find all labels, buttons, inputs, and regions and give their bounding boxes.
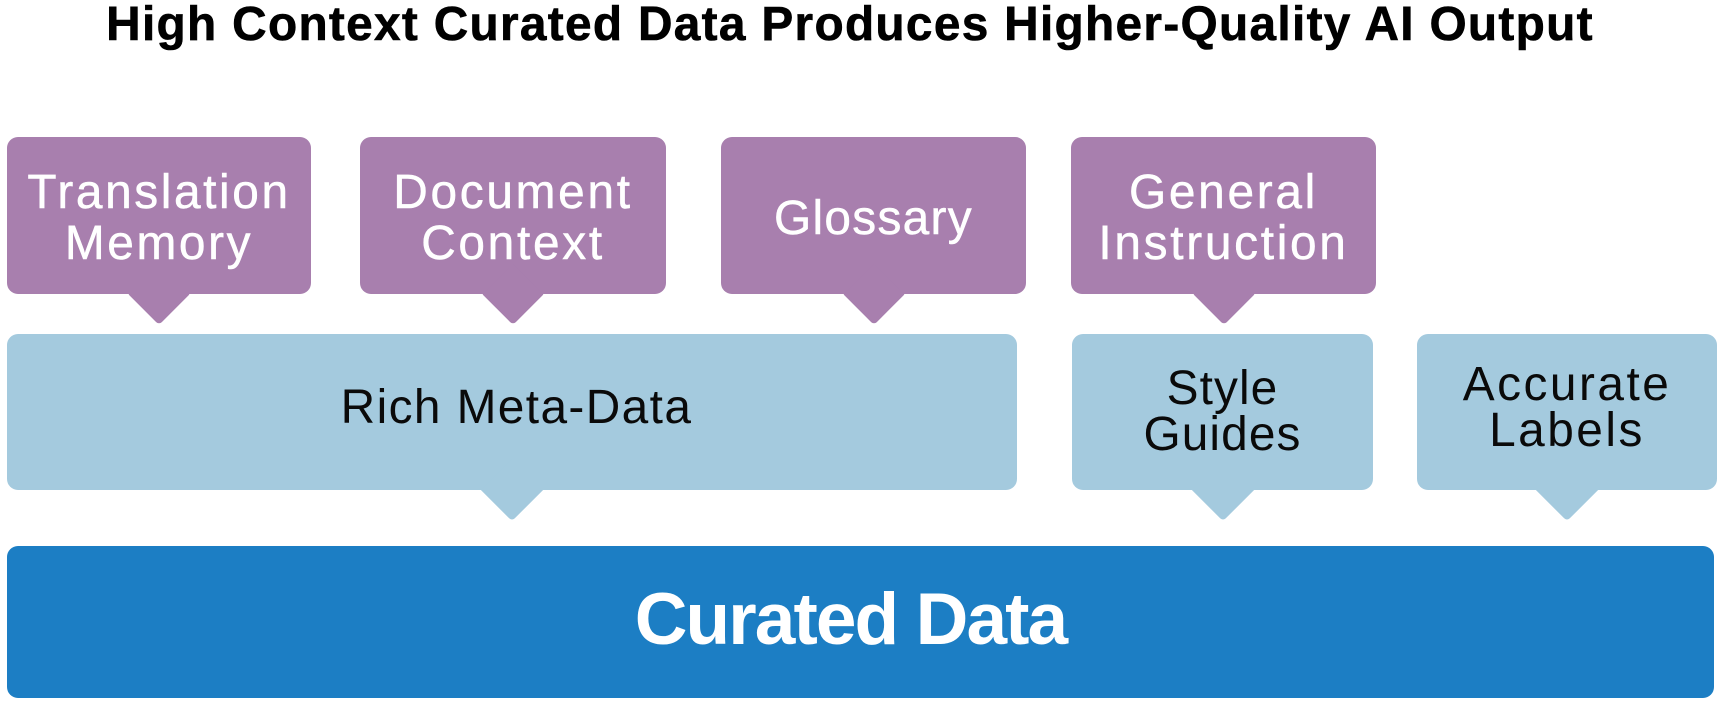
bubble-general-instruction-tail xyxy=(1193,263,1254,325)
box-style-guides-tail xyxy=(1191,458,1254,522)
box-style-guides-label: Style Guides xyxy=(1143,361,1302,461)
bubble-glossary-tail xyxy=(843,263,904,325)
box-rich-meta-data: Rich Meta-Data xyxy=(7,334,1017,522)
diagram-title: High Context Curated Data Produces Highe… xyxy=(106,0,1594,51)
bubble-general-instruction: General Instruction xyxy=(1071,137,1376,325)
bubble-document-context-tail xyxy=(482,263,544,325)
bubble-glossary: Glossary xyxy=(721,137,1026,325)
box-style-guides: Style Guides xyxy=(1072,334,1373,522)
bubble-glossary-label: Glossary xyxy=(774,191,973,245)
bubble-general-instruction-label: General Instruction xyxy=(1098,166,1349,270)
box-rich-meta-data-label: Rich Meta-Data xyxy=(340,381,693,434)
bubble-translation-memory: Translation Memory xyxy=(7,137,311,325)
box-curated-data: Curated Data xyxy=(7,546,1714,698)
bubble-translation-memory-tail xyxy=(128,263,190,325)
bubble-translation-memory-label: Translation Memory xyxy=(27,166,291,270)
box-curated-data-label: Curated Data xyxy=(634,578,1068,660)
bubble-document-context-label: Document Context xyxy=(393,166,633,270)
box-accurate-labels-tail xyxy=(1535,458,1599,522)
bubble-document-context: Document Context xyxy=(360,137,666,325)
box-accurate-labels-label: Accurate Labels xyxy=(1462,358,1672,457)
box-accurate-labels: Accurate Labels xyxy=(1417,334,1717,522)
box-rich-meta-data-tail xyxy=(480,458,544,522)
